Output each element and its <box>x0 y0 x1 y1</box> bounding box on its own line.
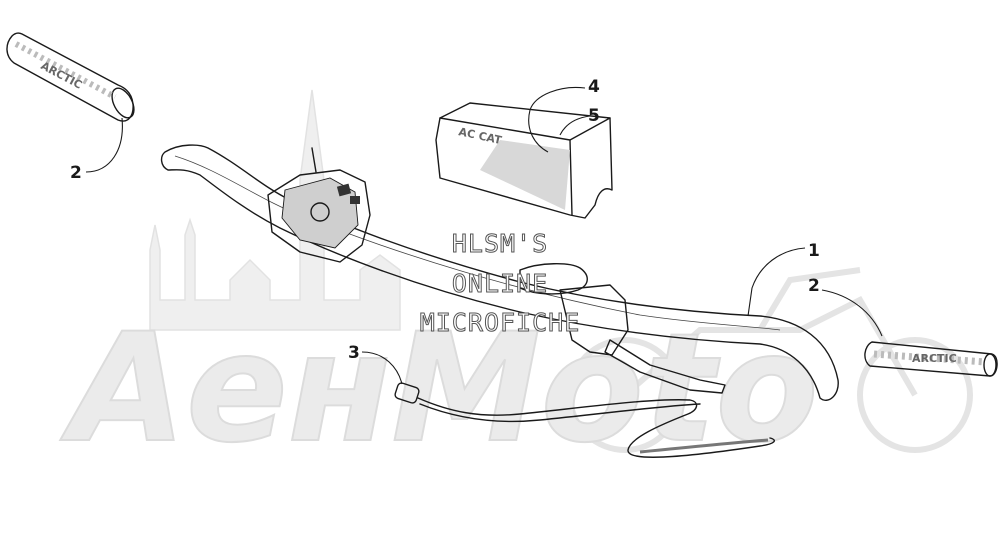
switch-housing <box>267 147 371 263</box>
tether-cord <box>394 382 776 458</box>
right-grip: ARCTIC <box>864 341 998 377</box>
pad-logo: AC CAT <box>457 125 503 147</box>
left-grip: ARCTIC <box>6 32 135 122</box>
watermark-line-3: MICROFICHE <box>420 308 581 337</box>
watermark-line-2: ONLINE <box>452 269 548 298</box>
callout-2-left: 2 <box>70 163 82 183</box>
callout-1: 1 <box>808 241 820 261</box>
handlebar-pad: AC CAT <box>435 102 613 219</box>
callout-2-right: 2 <box>808 276 820 296</box>
motorcycle-silhouette <box>567 267 973 453</box>
hlsm-watermark: HLSM'S ONLINE MICROFICHE <box>419 229 581 338</box>
city-silhouette <box>149 89 401 331</box>
throttle-housing <box>519 263 726 394</box>
callouts: 2 4 5 1 2 3 <box>70 77 820 363</box>
callout-5: 5 <box>588 106 600 126</box>
watermark-line-1: HLSM'S <box>452 229 548 258</box>
callout-3: 3 <box>348 343 360 363</box>
callout-4: 4 <box>588 77 600 97</box>
leader-lines <box>85 86 883 385</box>
right-grip-logo: ARCTIC <box>912 352 957 365</box>
